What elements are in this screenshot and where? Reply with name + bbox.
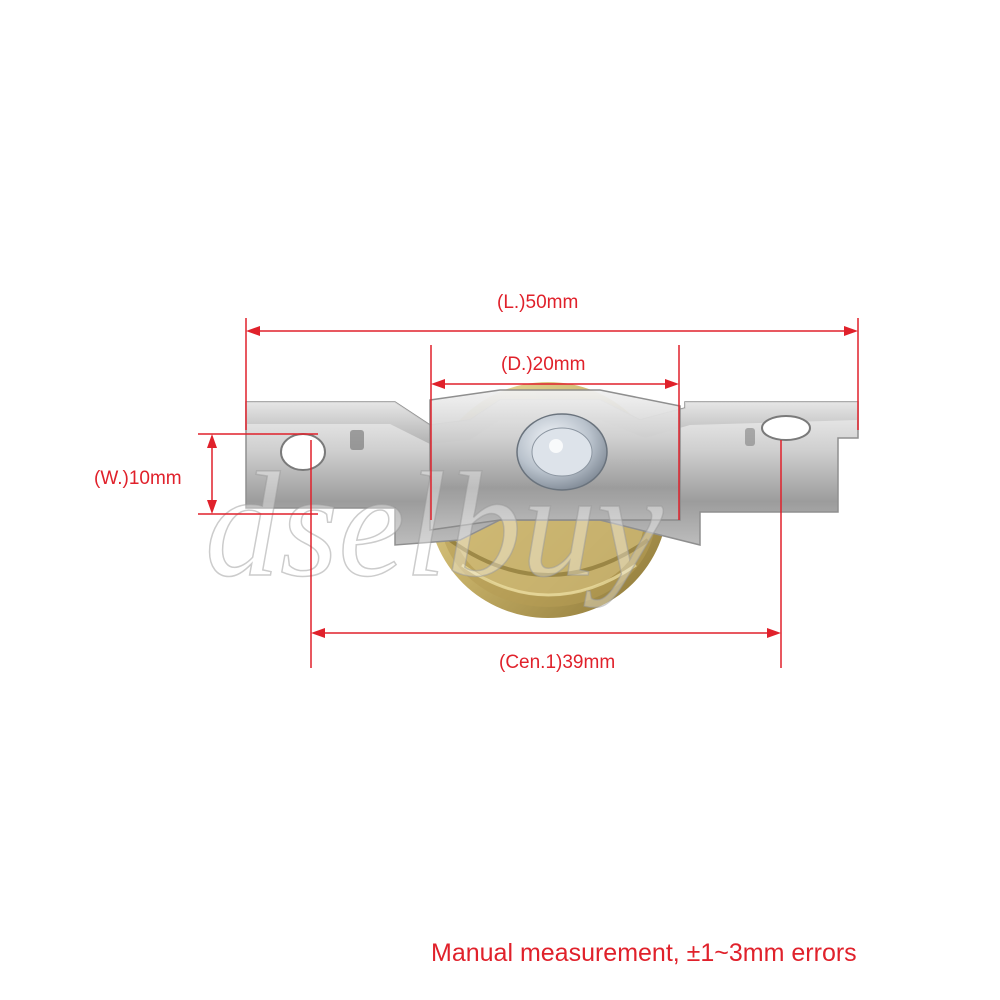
mounting-hole-right — [761, 415, 811, 441]
width-dimension-label: (W.)10mm — [94, 468, 182, 489]
center-distance-dimension-label: (Cen.1)39mm — [499, 652, 616, 673]
diameter-dimension-label: (D.)20mm — [501, 354, 586, 375]
length-dimension-label: (L.)50mm — [497, 292, 579, 313]
dimension-lines — [198, 318, 859, 668]
metal-bracket — [245, 389, 859, 546]
axle-bolt — [516, 413, 608, 491]
watermark: dselbuy — [205, 442, 664, 608]
measurement-note: Manual measurement, ±1~3mm errors — [431, 939, 857, 967]
